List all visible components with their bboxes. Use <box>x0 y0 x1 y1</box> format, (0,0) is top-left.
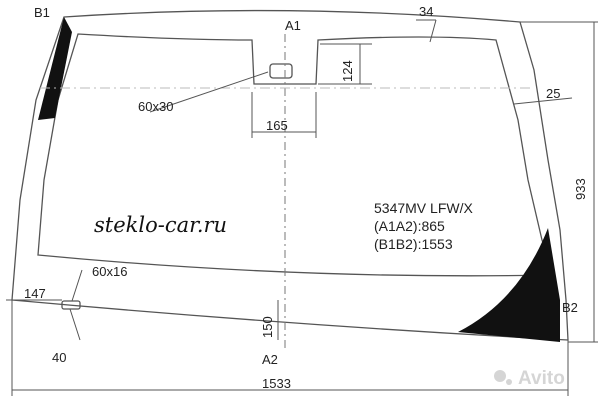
sensor-box <box>269 63 293 79</box>
dim-top-edge: 34 <box>419 4 433 19</box>
ceramic-right <box>458 228 560 342</box>
label-a2: A2 <box>262 352 278 367</box>
label-a1: A1 <box>285 18 301 33</box>
dim-bottom-label: 60x16 <box>92 264 127 279</box>
dim-corner-offset: 40 <box>52 350 66 365</box>
dim-side-edge: 25 <box>546 86 560 101</box>
product-code: 5347MV LFW/X <box>374 200 473 216</box>
brand-logo-icon <box>494 370 506 382</box>
brand-watermark: Avito <box>494 368 565 389</box>
label-b2: B2 <box>562 300 578 315</box>
bottom-label-box <box>61 300 81 310</box>
dim-width: 1533 <box>262 376 291 391</box>
ceramic-left <box>38 17 72 120</box>
dim-sensor-box: 60x30 <box>138 99 173 114</box>
glass-outer-outline <box>11 9 569 341</box>
brand-name: Avito <box>518 368 565 389</box>
dim-sensor-height: 124 <box>340 60 355 82</box>
glass-inner-outline <box>37 33 555 277</box>
dim-bottom-mid: 150 <box>260 316 275 338</box>
dim-left-offset: 147 <box>24 286 46 301</box>
product-b1b2: (B1B2):1553 <box>374 236 453 252</box>
label-b1: B1 <box>34 5 50 20</box>
site-watermark: steklo-car.ru <box>94 213 227 237</box>
dim-height: 933 <box>573 178 588 200</box>
dim-sensor-width: 165 <box>266 118 288 133</box>
product-a1a2: (A1A2):865 <box>374 218 445 234</box>
